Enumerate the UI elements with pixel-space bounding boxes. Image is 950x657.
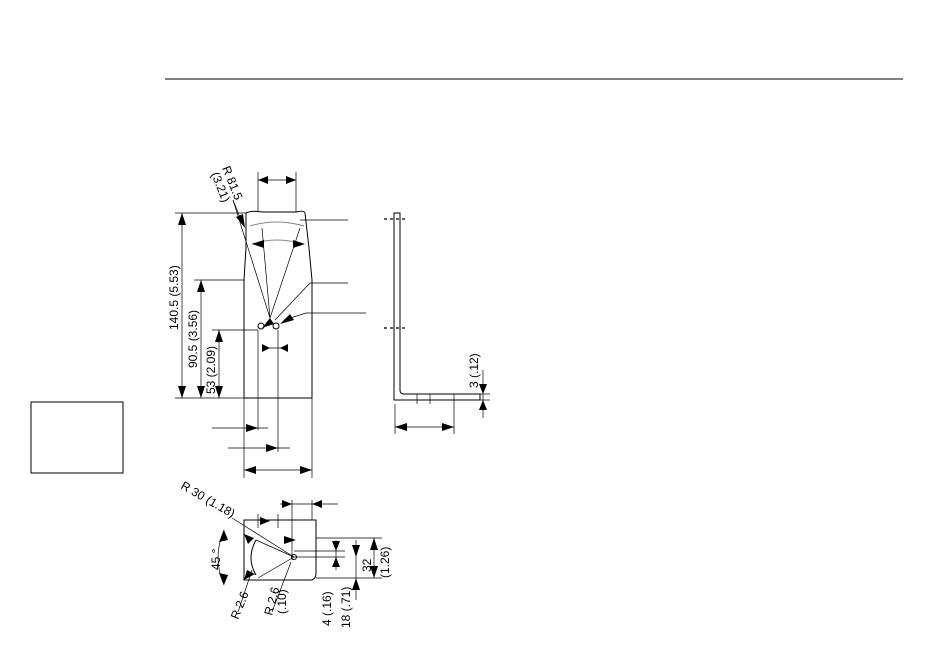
d4-label: 4 (.16) — [320, 591, 334, 626]
side-view — [384, 213, 490, 434]
side-tab-box — [31, 402, 123, 473]
h140-label: 140.5 (5.53) — [167, 265, 181, 330]
d32-inch-label: (1.26) — [378, 547, 392, 578]
d18-label: 18 (.71) — [339, 587, 353, 628]
angle45-label: 45 ° — [209, 548, 223, 570]
d32-label: 32 — [360, 558, 374, 572]
r30-label: R 30 (1.18) — [179, 478, 238, 520]
t3-label: 3 (.12) — [467, 353, 481, 388]
h53-label: 53 (2.09) — [204, 346, 218, 394]
r26a-label: R 2.6 — [228, 589, 252, 621]
h90-label: 90.5 (3.56) — [186, 310, 200, 368]
r26b-inch-label: (.10) — [275, 589, 289, 614]
front-view — [175, 172, 366, 478]
